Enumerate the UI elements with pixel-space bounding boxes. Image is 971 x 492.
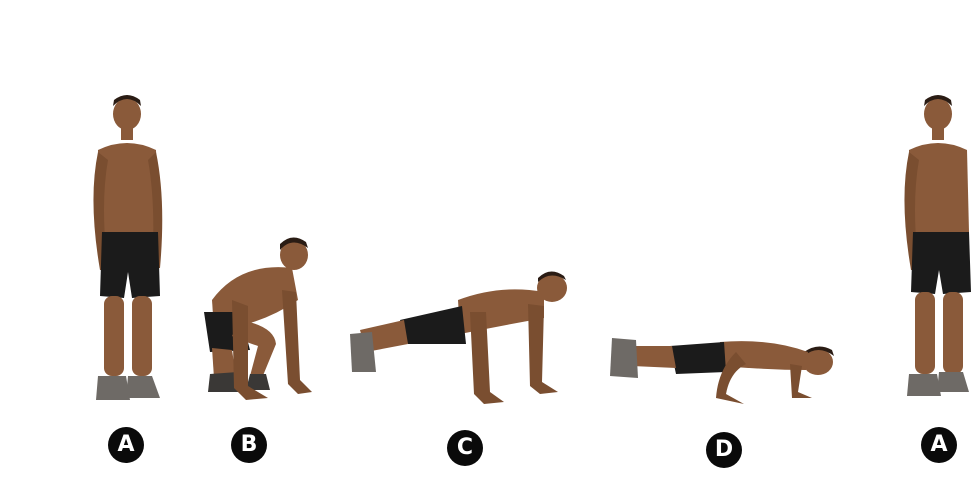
figure-plank-c	[350, 271, 567, 404]
figure-pushup-d	[610, 338, 834, 404]
step-badge-a-repeat: A	[921, 427, 957, 463]
figure-standing-a-right	[904, 95, 971, 396]
step-badge-d: D	[706, 432, 742, 468]
step-badge-a: A	[108, 427, 144, 463]
step-badge-b: B	[231, 427, 267, 463]
figure-squat-b	[204, 237, 312, 400]
step-badge-c: C	[447, 430, 483, 466]
figure-standing-a-left	[93, 95, 162, 400]
